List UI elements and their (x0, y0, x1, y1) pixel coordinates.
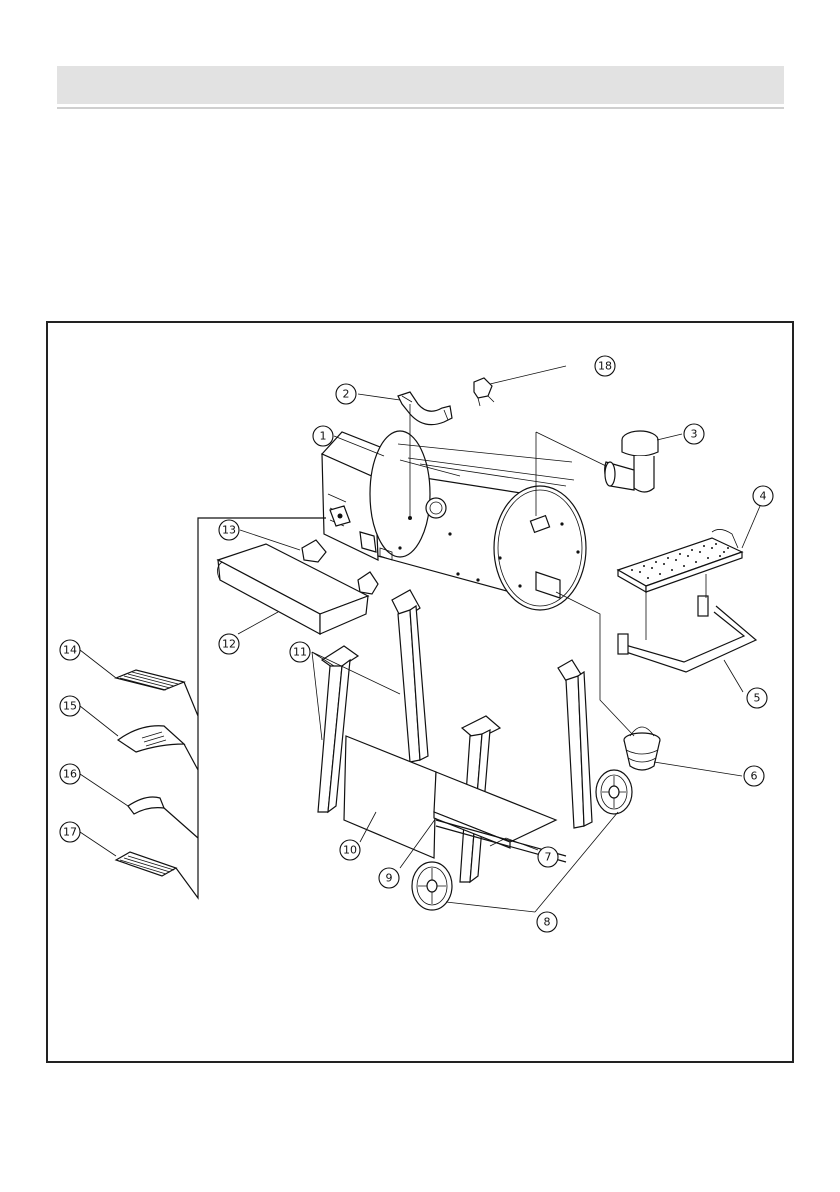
part-14-grate (116, 670, 184, 690)
callout-10-label: 10 (343, 844, 357, 857)
callout-15-label: 15 (63, 700, 77, 713)
callout-10: 10 (340, 840, 360, 860)
callout-11: 11 (290, 642, 310, 662)
callout-15: 15 (60, 696, 80, 716)
callout-12: 12 (219, 634, 239, 654)
callout-8: 8 (537, 912, 557, 932)
callout-18-label: 18 (598, 360, 612, 373)
part-6-bucket (624, 727, 660, 770)
callout-1-label: 1 (320, 430, 327, 443)
part-3-chimney (605, 431, 658, 492)
part-16-deflector (128, 797, 164, 814)
callout-7: 7 (538, 847, 558, 867)
callout-11-label: 11 (293, 646, 307, 659)
callout-4-label: 4 (760, 490, 767, 503)
part-18-bracket (474, 378, 494, 406)
callout-1: 1 (313, 426, 333, 446)
callout-5-label: 5 (754, 692, 761, 705)
callout-14: 14 (60, 640, 80, 660)
callout-3-label: 3 (691, 428, 698, 441)
callout-8-label: 8 (544, 916, 551, 929)
callout-17: 17 (60, 822, 80, 842)
callout-13-label: 13 (222, 524, 236, 537)
part-15-charcoal-tray (118, 726, 184, 752)
callout-5: 5 (747, 688, 767, 708)
callout-2: 2 (336, 384, 356, 404)
callout-3: 3 (684, 424, 704, 444)
callout-4: 4 (753, 486, 773, 506)
callout-13: 13 (219, 520, 239, 540)
callout-14-label: 14 (63, 644, 77, 657)
callout-12-label: 12 (222, 638, 236, 651)
callout-2-label: 2 (343, 388, 350, 401)
callout-9-label: 9 (386, 872, 393, 885)
callout-18: 18 (595, 356, 615, 376)
part-17-warming-rack (116, 852, 176, 876)
part-11-legs (318, 590, 592, 882)
callout-6: 6 (744, 766, 764, 786)
part-4-tray (618, 529, 742, 592)
callout-17-label: 17 (63, 826, 77, 839)
callout-9: 9 (379, 868, 399, 888)
part-5-side-handle (618, 574, 756, 672)
callout-16: 16 (60, 764, 80, 784)
callout-16-label: 16 (63, 768, 77, 781)
part-12-shelf (217, 544, 368, 634)
part-2-handle (398, 392, 452, 425)
callout-6-label: 6 (751, 770, 758, 783)
callout-7-label: 7 (545, 851, 552, 864)
part-10-bottom-shelf (344, 736, 556, 858)
